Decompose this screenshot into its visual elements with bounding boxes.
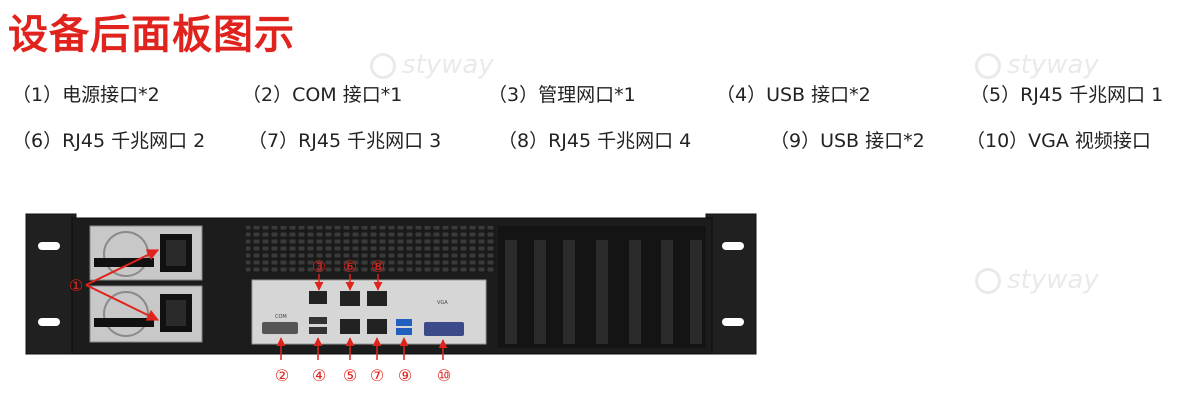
watermark: styway bbox=[975, 265, 1099, 295]
legend-item-2: （2）COM 接口*1 bbox=[242, 84, 403, 106]
vga-port bbox=[424, 322, 464, 336]
watermark-logo-icon bbox=[975, 52, 1001, 79]
rack-ear-left bbox=[25, 213, 77, 355]
callout-6: ⑥ bbox=[343, 257, 357, 276]
callout-arrow-1b bbox=[85, 284, 160, 321]
callout-7: ⑦ bbox=[370, 366, 384, 385]
io-shield: COM VGA bbox=[251, 279, 487, 345]
callout-arrow-1a bbox=[85, 249, 160, 286]
legend-item-3: （3）管理网口*1 bbox=[488, 84, 636, 106]
watermark: styway bbox=[975, 50, 1099, 80]
callout-2: ② bbox=[275, 366, 289, 385]
legend-item-5: （5）RJ45 千兆网口 1 bbox=[970, 84, 1164, 106]
management-port bbox=[309, 291, 327, 304]
legend-item-7: （7）RJ45 千兆网口 3 bbox=[248, 130, 442, 152]
rj45-port-3 bbox=[367, 319, 387, 334]
watermark: styway bbox=[370, 50, 494, 80]
callout-9: ⑨ bbox=[398, 366, 412, 385]
watermark-text: styway bbox=[402, 50, 494, 80]
page-title: 设备后面板图示 bbox=[8, 12, 295, 58]
callout-10: ⑩ bbox=[437, 366, 451, 385]
callout-8: ⑧ bbox=[371, 257, 385, 276]
usb3-port-1 bbox=[396, 319, 412, 326]
watermark-logo-icon bbox=[975, 267, 1001, 294]
rj45-port-1 bbox=[340, 319, 360, 334]
callout-3: ③ bbox=[312, 257, 326, 276]
com-label: COM bbox=[275, 314, 287, 320]
legend-item-1: （1）电源接口*2 bbox=[12, 84, 160, 106]
legend-item-9: （9）USB 接口*2 bbox=[770, 130, 925, 152]
watermark-text: styway bbox=[1007, 50, 1099, 80]
usb-port-1 bbox=[309, 317, 327, 324]
expansion-slots bbox=[498, 226, 706, 348]
callout-4: ④ bbox=[312, 366, 326, 385]
power-supply-1 bbox=[89, 225, 203, 281]
legend-item-8: （8）RJ45 千兆网口 4 bbox=[498, 130, 692, 152]
callout-5: ⑤ bbox=[343, 366, 357, 385]
legend-item-10: （10）VGA 视频接口 bbox=[966, 130, 1151, 152]
watermark-logo-icon bbox=[370, 52, 396, 79]
legend-item-6: （6）RJ45 千兆网口 2 bbox=[12, 130, 206, 152]
rack-ear-right bbox=[705, 213, 757, 355]
com-port bbox=[262, 322, 298, 334]
legend-item-4: （4）USB 接口*2 bbox=[716, 84, 871, 106]
callout-1: ① bbox=[69, 276, 83, 295]
watermark-text: styway bbox=[1007, 265, 1099, 295]
usb-port-2 bbox=[309, 327, 327, 334]
rj45-port-2 bbox=[340, 291, 360, 306]
vga-label: VGA bbox=[437, 300, 448, 306]
rj45-port-4 bbox=[367, 291, 387, 306]
usb3-port-2 bbox=[396, 328, 412, 335]
vent-grille bbox=[246, 226, 496, 272]
